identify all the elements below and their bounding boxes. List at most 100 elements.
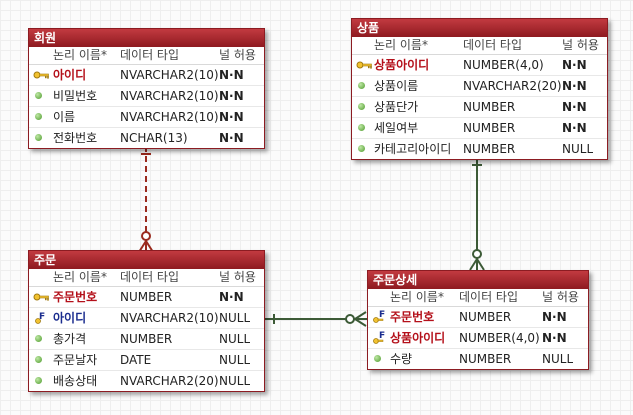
attribute-dot-icon [35, 356, 42, 363]
entity-title: 상품 [352, 19, 607, 37]
column-name: 상품이름 [374, 79, 419, 93]
column-type: NUMBER [463, 121, 516, 135]
column-type: NUMBER [463, 100, 516, 114]
column-null: N·N [542, 310, 567, 324]
primary-foreign-key-icon: F [373, 310, 385, 323]
entity-product[interactable]: 상품 논리 이름* 데이터 타입 널 허용 상품아이디 NUMBER(4,0) N·… [351, 18, 608, 160]
column-row[interactable]: 배송상태 NVARCHAR2(20)NULL [29, 371, 264, 391]
attribute-dot-icon [358, 103, 365, 110]
attribute-dot-icon [358, 124, 365, 131]
column-name: 상품아이디 [374, 58, 430, 72]
column-type: NCHAR(13) [120, 131, 188, 145]
attribute-dot-icon [35, 134, 42, 141]
header-logical-name: 논리 이름* [390, 290, 444, 304]
relationship-member-order[interactable] [138, 146, 154, 253]
column-row[interactable]: F 주문번호 NUMBER N·N [368, 307, 588, 328]
column-null: NULL [219, 353, 251, 367]
primary-key-icon [356, 61, 372, 69]
column-null: N·N [219, 131, 244, 145]
column-null: N·N [219, 68, 244, 82]
relationship-order-orderdetail[interactable] [264, 311, 367, 327]
svg-text:F: F [379, 310, 385, 320]
header-null: 널 허용 [219, 270, 256, 284]
column-row[interactable]: 주문날자 DATE NULL [29, 350, 264, 371]
foreign-key-icon: F [35, 312, 45, 324]
attribute-dot-icon [358, 82, 365, 89]
column-type: NUMBER(4,0) [463, 58, 544, 72]
header-data-type: 데이터 타입 [459, 290, 519, 304]
column-name: 아이디 [53, 311, 87, 325]
column-row[interactable]: 비밀번호 NVARCHAR2(10)N·N [29, 86, 264, 107]
column-null: NULL [562, 142, 594, 156]
relationship-product-orderdetail[interactable] [469, 155, 485, 271]
column-name: 배송상태 [53, 374, 98, 388]
column-row[interactable]: 총가격 NUMBER NULL [29, 329, 264, 350]
column-name: 수량 [390, 352, 413, 366]
attribute-dot-icon [35, 92, 42, 99]
column-name: 주문날자 [53, 353, 98, 367]
column-null: NULL [542, 352, 574, 366]
column-null: N·N [562, 79, 587, 93]
column-name: 상품단가 [374, 100, 419, 114]
column-row[interactable]: 상품아이디 NUMBER(4,0) N·N [352, 55, 607, 76]
header-null: 널 허용 [542, 290, 579, 304]
column-type: NVARCHAR2(20) [463, 79, 562, 93]
column-name: 카테고리아이디 [374, 142, 452, 156]
column-header-row: 논리 이름* 데이터 타입 널 허용 [29, 47, 264, 65]
primary-foreign-key-icon: F [373, 331, 385, 344]
header-null: 널 허용 [562, 38, 599, 52]
column-type: NUMBER [459, 310, 512, 324]
column-name: 세일여부 [374, 121, 419, 135]
entity-title: 주문상세 [368, 271, 588, 289]
column-name: 총가격 [53, 332, 87, 346]
column-null: N·N [562, 58, 587, 72]
column-type: NVARCHAR2(10) [120, 110, 219, 124]
column-name: 아이디 [53, 68, 87, 82]
column-row[interactable]: 아이디 NVARCHAR2(10)N·N [29, 65, 264, 86]
column-header-row: 논리 이름* 데이터 타입 널 허용 [352, 37, 607, 55]
column-name: 상품아이디 [390, 331, 446, 345]
attribute-dot-icon [35, 335, 42, 342]
column-type: NUMBER [120, 290, 173, 304]
column-row[interactable]: 상품이름 NVARCHAR2(20)N·N [352, 76, 607, 97]
column-null: N·N [219, 110, 244, 124]
column-name: 비밀번호 [53, 89, 98, 103]
header-data-type: 데이터 타입 [120, 270, 180, 284]
header-logical-name: 논리 이름* [374, 38, 428, 52]
svg-text:F: F [379, 331, 385, 341]
header-logical-name: 논리 이름* [53, 270, 107, 284]
attribute-dot-icon [35, 113, 42, 120]
column-type: NVARCHAR2(10) [120, 89, 219, 103]
column-type: NVARCHAR2(10) [120, 68, 219, 82]
attribute-dot-icon [374, 355, 381, 362]
column-type: DATE [120, 353, 152, 367]
column-type: NUMBER [120, 332, 173, 346]
column-row[interactable]: 주문번호 NUMBER N·N [29, 287, 264, 308]
column-null: N·N [219, 290, 244, 304]
column-type: NVARCHAR2(10) [120, 311, 219, 325]
column-name: 주문번호 [53, 290, 98, 304]
column-type: NVARCHAR2(20) [120, 374, 219, 388]
column-row[interactable]: 수량 NUMBER NULL [368, 349, 588, 369]
column-null: NULL [219, 332, 251, 346]
primary-key-icon [33, 293, 49, 301]
column-type: NUMBER(4,0) [459, 331, 540, 345]
column-name: 주문번호 [390, 310, 435, 324]
attribute-dot-icon [35, 377, 42, 384]
header-logical-name: 논리 이름* [53, 48, 107, 62]
column-null: NULL [219, 374, 251, 388]
header-null: 널 허용 [219, 48, 256, 62]
column-null: N·N [219, 89, 244, 103]
column-type: NUMBER [459, 352, 512, 366]
